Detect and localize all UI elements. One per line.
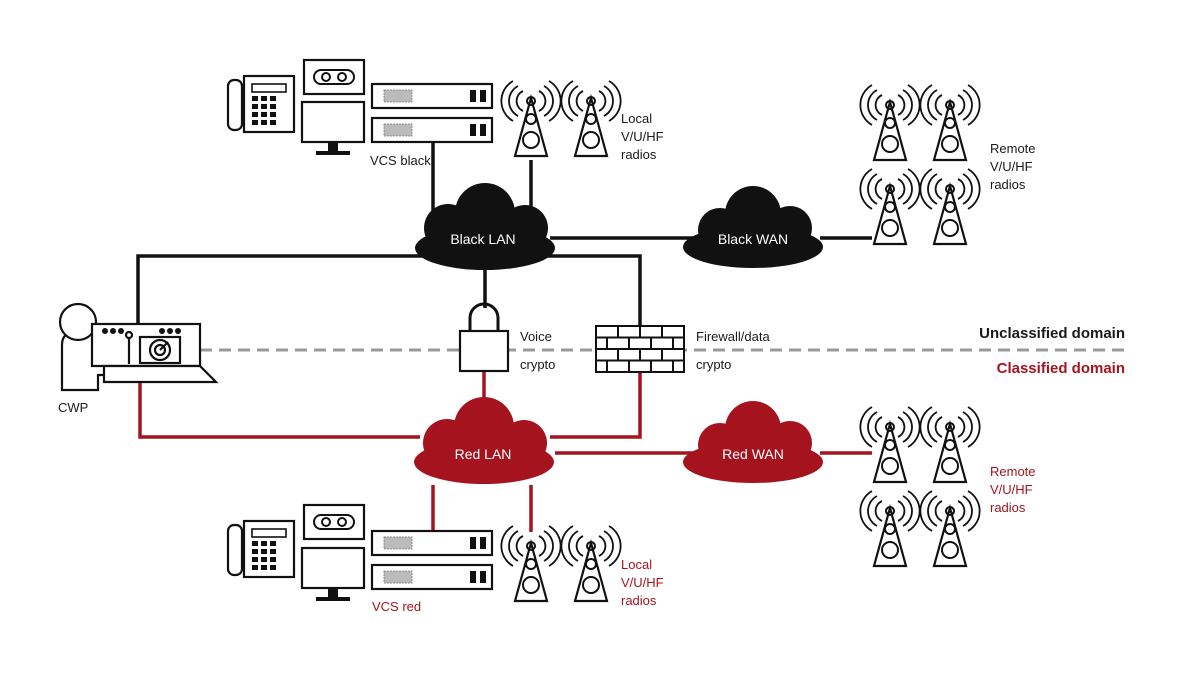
vcs-black-group: VCS black xyxy=(226,58,494,168)
firewall-icon xyxy=(595,325,685,373)
monitor-icon xyxy=(300,100,366,157)
monitor-icon xyxy=(300,546,366,603)
local-radios-black: Local V/U/HF radios xyxy=(500,79,667,162)
phone-icon xyxy=(226,519,296,579)
firewall-crypto: Firewall/data crypto xyxy=(595,325,773,373)
server-icon xyxy=(370,116,494,144)
black-lan-cloud: Black LAN xyxy=(415,183,555,270)
server-icon xyxy=(370,82,494,110)
padlock-icon xyxy=(458,302,510,373)
radar-console-icon xyxy=(90,322,219,384)
server-icon xyxy=(370,563,494,591)
vcs-red-label: VCS red xyxy=(372,599,421,614)
recorder-icon xyxy=(302,503,366,541)
vcs-black-label: VCS black xyxy=(370,153,431,168)
domain-label-classified: Classified domain xyxy=(997,360,1125,377)
radio-tower-icon xyxy=(560,79,622,158)
cwp-workstation: CWP xyxy=(58,302,219,415)
remote-radios-black-label: Remote V/U/HF radios xyxy=(990,141,1039,192)
voice-crypto-label: Voice crypto xyxy=(520,329,555,372)
black-lan-label: Black LAN xyxy=(450,231,515,247)
cloud-icon xyxy=(683,186,823,268)
cloud-icon xyxy=(683,401,823,483)
local-radios-red-label: Local V/U/HF radios xyxy=(621,557,667,608)
voice-crypto: Voice crypto xyxy=(458,302,555,373)
local-radios-red: Local V/U/HF radios xyxy=(500,524,667,608)
radio-tower-icon xyxy=(919,405,981,484)
red-links xyxy=(138,372,872,532)
radio-tower-icon xyxy=(919,489,981,568)
radio-tower-icon xyxy=(859,83,921,162)
local-radios-black-label: Local V/U/HF radios xyxy=(621,111,667,162)
radio-tower-icon xyxy=(859,167,921,246)
radio-tower-icon xyxy=(560,524,622,603)
radio-tower-icon xyxy=(859,489,921,568)
domain-label-unclassified: Unclassified domain xyxy=(979,325,1125,342)
red-lan-label: Red LAN xyxy=(455,446,512,462)
radio-tower-icon xyxy=(859,405,921,484)
firewall-crypto-label: Firewall/data crypto xyxy=(696,329,773,372)
cloud-icon xyxy=(414,397,554,484)
black-wan-cloud: Black WAN xyxy=(683,186,823,268)
vcs-red-group: VCS red xyxy=(226,503,494,614)
remote-radios-red-label: Remote V/U/HF radios xyxy=(990,464,1039,515)
radio-tower-icon xyxy=(919,167,981,246)
radio-tower-icon xyxy=(919,83,981,162)
red-wan-label: Red WAN xyxy=(722,446,784,462)
remote-radios-red: Remote V/U/HF radios xyxy=(859,405,1039,568)
cloud-icon xyxy=(415,183,555,270)
remote-radios-black: Remote V/U/HF radios xyxy=(859,83,1039,246)
phone-icon xyxy=(226,74,296,134)
black-wan-label: Black WAN xyxy=(718,231,788,247)
cwp-label: CWP xyxy=(58,400,88,415)
radio-tower-icon xyxy=(500,524,562,603)
server-icon xyxy=(370,529,494,557)
red-lan-cloud: Red LAN xyxy=(414,397,554,484)
radio-tower-icon xyxy=(500,79,562,158)
recorder-icon xyxy=(302,58,366,96)
red-wan-cloud: Red WAN xyxy=(683,401,823,483)
